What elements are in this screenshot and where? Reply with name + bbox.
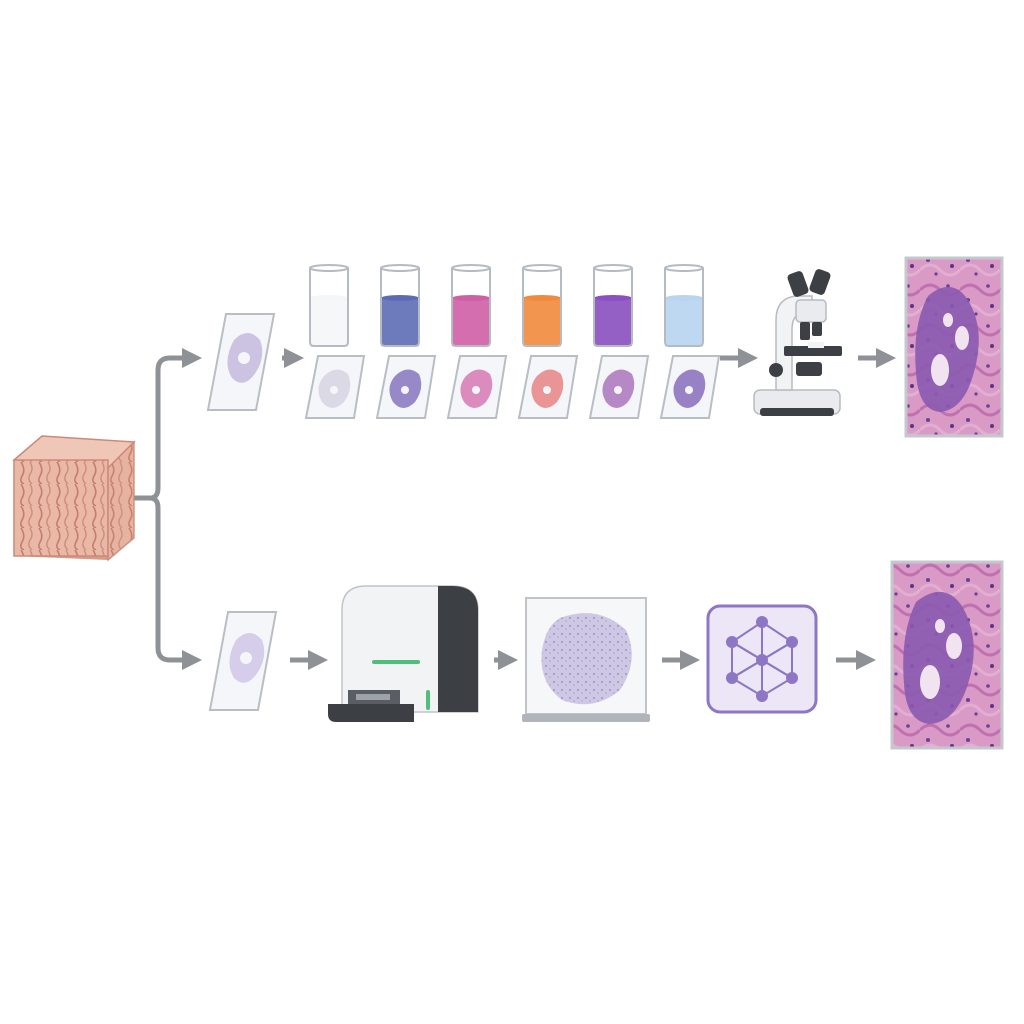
branch-connector — [128, 348, 202, 670]
tissue-slide-icon — [208, 611, 278, 711]
tissue-slide-icon — [375, 355, 437, 419]
stain-step — [588, 264, 650, 419]
slide-scanner-icon — [328, 585, 479, 722]
tissue-slide-icon — [588, 355, 650, 419]
tissue-slide-icon — [304, 355, 366, 419]
tissue-block-icon — [12, 435, 136, 562]
branch-bottom-arrow — [128, 495, 202, 670]
stain-step — [304, 264, 366, 419]
beaker-icon — [309, 264, 349, 347]
beaker-icon — [664, 264, 704, 347]
stain-step — [517, 264, 579, 419]
stain-step — [375, 264, 437, 419]
microscope-icon — [753, 269, 842, 416]
staining-series — [304, 264, 721, 419]
beaker-icon — [380, 264, 420, 347]
stain-step — [446, 264, 508, 419]
tissue-slide-icon — [206, 313, 276, 411]
branch-top-arrow — [128, 348, 202, 501]
tissue-slide-icon — [446, 355, 508, 419]
stain-step — [659, 264, 721, 419]
neural-network-icon — [706, 604, 818, 714]
tissue-slide-icon — [517, 355, 579, 419]
beaker-icon — [451, 264, 491, 347]
virtual-stained-image-icon — [890, 560, 1004, 750]
beaker-icon — [522, 264, 562, 347]
stained-image-icon — [904, 256, 1004, 438]
tissue-slide-icon — [659, 355, 721, 419]
beaker-icon — [593, 264, 633, 347]
digital-slide-icon — [522, 597, 650, 722]
